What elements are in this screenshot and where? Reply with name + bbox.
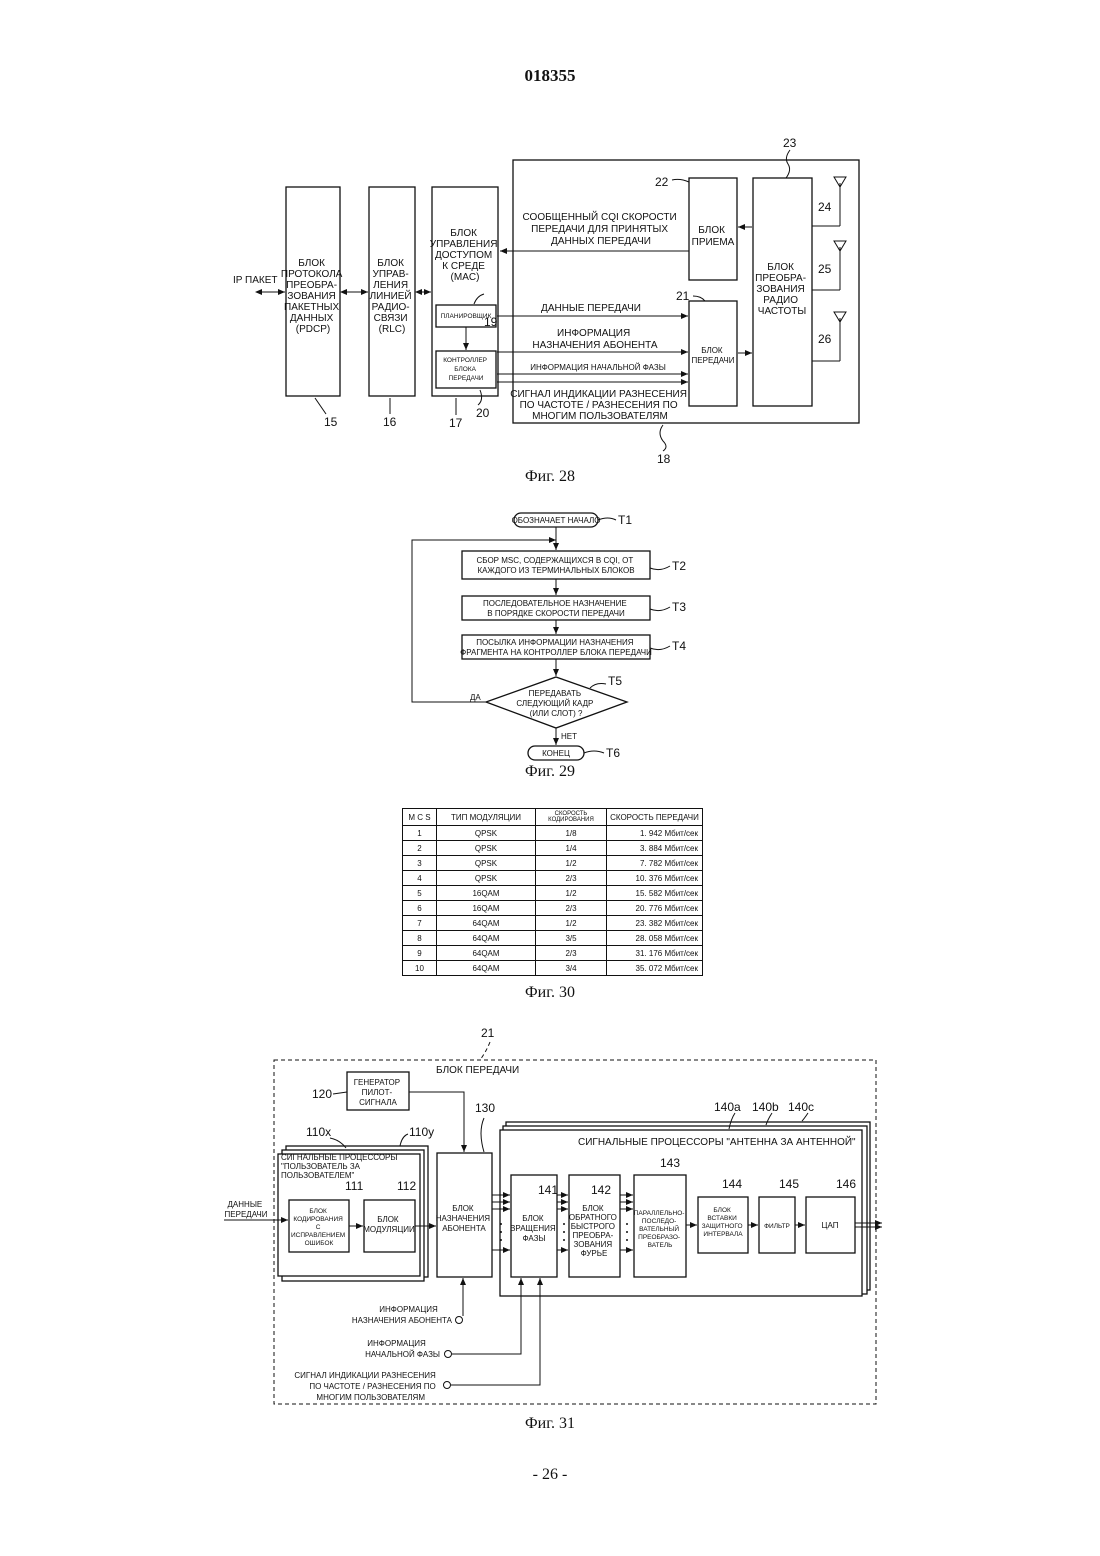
fig31-diagram: БЛОК ПЕРЕДАЧИ 21 ГЕНЕРАТОР ПИЛОТ- СИГНАЛ… — [0, 0, 1100, 1420]
fig31-title: БЛОК ПЕРЕДАЧИ — [436, 1065, 519, 1076]
ref-144: 144 — [722, 1177, 742, 1191]
ref-142: 142 — [591, 1183, 611, 1197]
ref-143: 143 — [660, 1156, 680, 1170]
fig31-caption: Фиг. 31 — [0, 1415, 1100, 1433]
fig31-in-assign-terminal — [456, 1317, 463, 1324]
ref-110y: 110y — [409, 1125, 434, 1139]
page-number: - 26 - — [0, 1466, 1100, 1484]
fig31-dac-label: ЦАП — [822, 1221, 839, 1230]
ref-120: 120 — [312, 1087, 332, 1101]
ref-112: 112 — [397, 1179, 416, 1193]
ref-146: 146 — [836, 1177, 856, 1191]
ref-130: 130 — [475, 1101, 495, 1115]
fig31-tx-data-label: ДАННЫЕ ПЕРЕДАЧИ — [225, 1200, 268, 1219]
ref-145: 145 — [779, 1177, 799, 1191]
fig31-in-diversity-terminal — [444, 1382, 451, 1389]
ref-140b: 140b — [752, 1100, 779, 1114]
fig31-in-phase-terminal — [445, 1351, 452, 1358]
ref-111: 111 — [345, 1179, 364, 1193]
ref-141: 141 — [538, 1183, 558, 1197]
ref-110x: 110x — [306, 1125, 331, 1139]
ref-140c: 140c — [788, 1100, 814, 1114]
ref-140a: 140a — [714, 1100, 741, 1114]
ref-31-21: 21 — [481, 1026, 495, 1040]
fig31-in-assign-label: ИНФОРМАЦИЯ НАЗНАЧЕНИЯ АБОНЕНТА — [352, 1305, 453, 1325]
fig31-in-diversity-label: СИГНАЛ ИНДИКАЦИИ РАЗНЕСЕНИЯ ПО ЧАСТОТЕ /… — [294, 1371, 438, 1402]
fig31-ant-proc-label: СИГНАЛЬНЫЕ ПРОЦЕССОРЫ "АНТЕННА ЗА АНТЕНН… — [578, 1135, 856, 1148]
fig31-in-phase-label: ИНФОРМАЦИЯ НАЧАЛЬНОЙ ФАЗЫ — [365, 1339, 440, 1359]
fig31-filter-label: ФИЛЬТР — [764, 1223, 790, 1230]
